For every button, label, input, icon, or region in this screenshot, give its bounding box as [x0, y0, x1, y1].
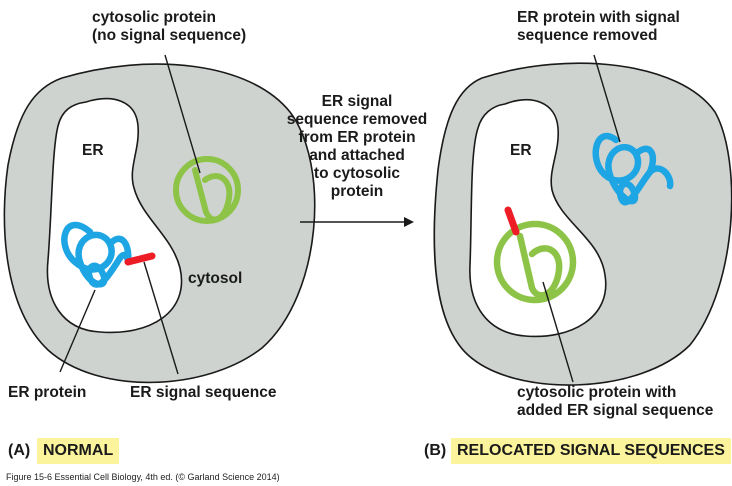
cytosolic-protein-b [493, 206, 577, 304]
leader-signal-a [143, 261, 179, 375]
er-protein-a [61, 221, 156, 288]
label-er-protein-a: ER protein [8, 384, 87, 401]
label-cytosolic-protein-a: cytosolic protein (no signal sequence) [92, 9, 247, 44]
process-arrow-head [404, 217, 414, 227]
label-cytosolic-protein-b: cytosolic protein with added ER signal s… [517, 384, 714, 419]
label-er-b: ER [510, 142, 532, 159]
arrow-description: ER signal sequence removed from ER prote… [286, 93, 428, 200]
label-er-a: ER [82, 142, 104, 159]
leader-cytosolic-a [164, 54, 201, 174]
panel-a-title: NORMAL [37, 438, 120, 464]
panel-b-letter: (B) [424, 442, 447, 459]
er-protein-b [592, 132, 674, 206]
leader-er-protein-a [59, 289, 96, 373]
cytosolic-protein-a [173, 156, 241, 224]
panel-b-title: RELOCATED SIGNAL SEQUENCES [451, 438, 731, 464]
label-er-protein-b: ER protein with signal sequence removed [517, 9, 680, 44]
panel-a-letter: (A) [8, 442, 31, 459]
label-cytosol-a: cytosol [188, 270, 243, 287]
leader-er-protein-b [593, 54, 621, 143]
figure-caption: Figure 15-6 Essential Cell Biology, 4th … [6, 472, 280, 482]
label-signal-sequence-a: ER signal sequence [130, 384, 277, 401]
leader-cytosolic-b [542, 281, 574, 383]
